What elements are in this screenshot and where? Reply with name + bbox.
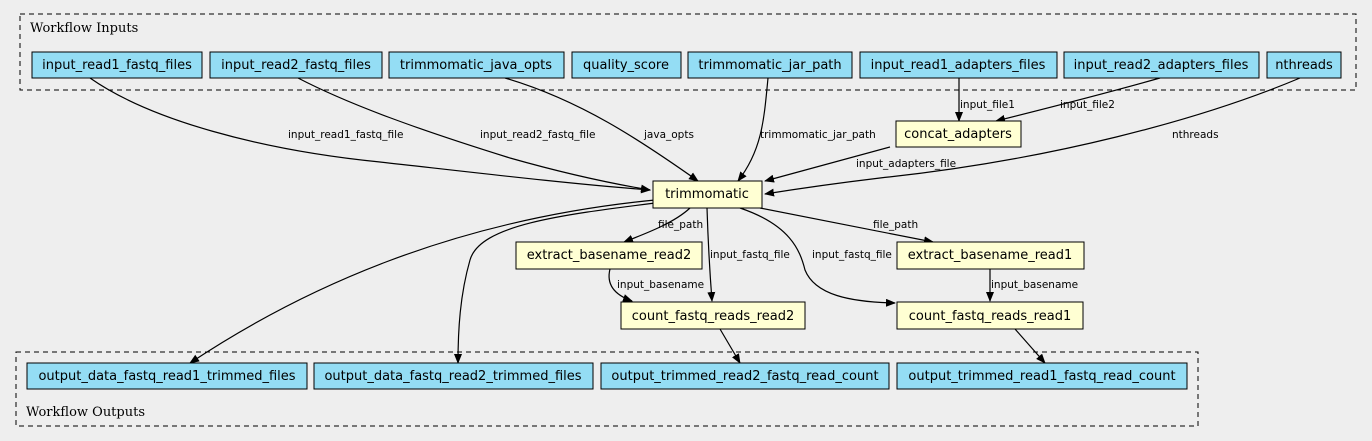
- edge-read1-fastq-to-trimmomatic: [89, 77, 651, 194]
- edge-trimmomatic-to-read1-trimmed: [189, 199, 656, 364]
- input-node-label: input_read1_fastq_files: [42, 58, 192, 73]
- input-node-label: quality_score: [583, 58, 669, 73]
- output-node-read2-read-count[interactable]: output_trimmed_read2_fastq_read_count: [600, 362, 890, 390]
- edge-label-input-basename-read2: input_basename: [617, 279, 704, 291]
- workflow-outputs-title: Workflow Outputs: [26, 405, 145, 420]
- edge-label-input-basename-read1: input_basename: [991, 279, 1078, 291]
- input-node-label: nthreads: [1275, 58, 1333, 73]
- input-node-trimmomatic-jar-path[interactable]: trimmomatic_jar_path: [687, 51, 853, 79]
- edge-label-input-read2-fastq-file: input_read2_fastq_file: [480, 129, 595, 141]
- input-node-label: trimmomatic_java_opts: [400, 58, 552, 73]
- workflow-outputs-cluster: Workflow Outputs: [15, 351, 1199, 427]
- input-node-read1-fastq-files[interactable]: input_read1_fastq_files: [31, 51, 203, 79]
- step-node-trimmomatic[interactable]: trimmomatic: [652, 180, 763, 209]
- edge-label-input-adapters-file: input_adapters_file: [856, 158, 956, 170]
- step-node-extract-basename-read2[interactable]: extract_basename_read2: [515, 241, 703, 270]
- input-node-label: input_read1_adapters_files: [871, 58, 1046, 73]
- edge-trimmomatic-to-count-read2: [706, 207, 716, 302]
- step-node-extract-basename-read1[interactable]: extract_basename_read1: [896, 241, 1085, 270]
- edge-java-opts-to-trimmomatic: [504, 77, 699, 182]
- input-node-trimmomatic-java-opts[interactable]: trimmomatic_java_opts: [388, 51, 565, 79]
- edge-trimmomatic-to-extract-read2: [623, 207, 691, 243]
- step-node-label: trimmomatic: [665, 187, 749, 202]
- edge-label-file-path-read1: file_path: [873, 219, 918, 231]
- step-node-count-fastq-reads-read2[interactable]: count_fastq_reads_read2: [620, 301, 806, 330]
- edge-label-input-fastq-file-read1: input_fastq_file: [812, 249, 892, 261]
- input-node-read2-adapters-files[interactable]: input_read2_adapters_files: [1063, 51, 1260, 79]
- output-node-label: output_data_fastq_read2_trimmed_files: [324, 369, 581, 384]
- step-node-label: extract_basename_read1: [908, 248, 1073, 263]
- edge-label-file-path-read2: file_path: [658, 219, 703, 231]
- edge-trimmomatic-to-count-read1: [739, 207, 896, 307]
- input-node-quality-score[interactable]: quality_score: [571, 51, 682, 79]
- edge-count-read1-to-output: [1014, 328, 1046, 364]
- edge-label-input-file2: input_file2: [1060, 99, 1115, 111]
- edge-label-java-opts: java_opts: [643, 129, 694, 141]
- step-nodes: concat_adapters trimmomatic extract_base…: [515, 120, 1085, 330]
- output-node-label: output_trimmed_read2_fastq_read_count: [611, 369, 878, 384]
- edge-label-trimmomatic-jar-path: trimmomatic_jar_path: [760, 129, 876, 141]
- step-node-count-fastq-reads-read1[interactable]: count_fastq_reads_read1: [896, 301, 1084, 330]
- edge-jar-path-to-trimmomatic: [737, 77, 769, 182]
- step-node-label: count_fastq_reads_read1: [909, 309, 1071, 324]
- step-node-label: count_fastq_reads_read2: [632, 309, 794, 324]
- input-node-read2-fastq-files[interactable]: input_read2_fastq_files: [209, 51, 383, 79]
- input-node-read1-adapters-files[interactable]: input_read1_adapters_files: [859, 51, 1058, 79]
- output-node-label: output_data_fastq_read1_trimmed_files: [38, 369, 295, 384]
- output-node-label: output_trimmed_read1_fastq_read_count: [908, 369, 1175, 384]
- step-node-label: extract_basename_read2: [527, 248, 692, 263]
- input-nodes: input_read1_fastq_files input_read2_fast…: [31, 51, 1342, 79]
- output-node-read2-trimmed-files[interactable]: output_data_fastq_read2_trimmed_files: [313, 362, 594, 390]
- edge-count-read2-to-output: [719, 328, 741, 364]
- input-node-label: trimmomatic_jar_path: [698, 58, 841, 73]
- edge-trimmomatic-to-read2-trimmed: [454, 202, 656, 364]
- edges: [89, 77, 1301, 364]
- output-node-read1-read-count[interactable]: output_trimmed_read1_fastq_read_count: [896, 362, 1188, 390]
- step-node-concat-adapters[interactable]: concat_adapters: [895, 120, 1022, 148]
- edge-label-input-fastq-file-read2: input_fastq_file: [710, 249, 790, 261]
- input-node-label: input_read2_fastq_files: [221, 58, 371, 73]
- edge-concat-to-trimmomatic: [764, 146, 891, 183]
- edge-read2-adapters-to-concat: [995, 77, 1161, 123]
- workflow-inputs-title: Workflow Inputs: [30, 21, 138, 36]
- input-node-nthreads[interactable]: nthreads: [1266, 51, 1342, 79]
- input-node-label: input_read2_adapters_files: [1074, 58, 1249, 73]
- edge-read2-fastq-to-trimmomatic: [297, 77, 651, 193]
- output-node-read1-trimmed-files[interactable]: output_data_fastq_read1_trimmed_files: [26, 362, 308, 390]
- edge-label-input-file1: input_file1: [960, 99, 1015, 111]
- step-node-label: concat_adapters: [904, 127, 1012, 142]
- edge-trimmomatic-to-extract-read1: [759, 207, 934, 245]
- edge-label-nthreads: nthreads: [1172, 129, 1219, 141]
- edge-extract-read2-to-count-read2: [608, 268, 633, 302]
- edge-labels: input_read1_fastq_file input_read2_fastq…: [288, 99, 1219, 291]
- edge-nthreads-to-trimmomatic: [764, 77, 1301, 197]
- workflow-inputs-cluster: Workflow Inputs: [19, 13, 1357, 91]
- edge-label-input-read1-fastq-file: input_read1_fastq_file: [288, 129, 403, 141]
- output-nodes: output_data_fastq_read1_trimmed_files ou…: [26, 362, 1188, 390]
